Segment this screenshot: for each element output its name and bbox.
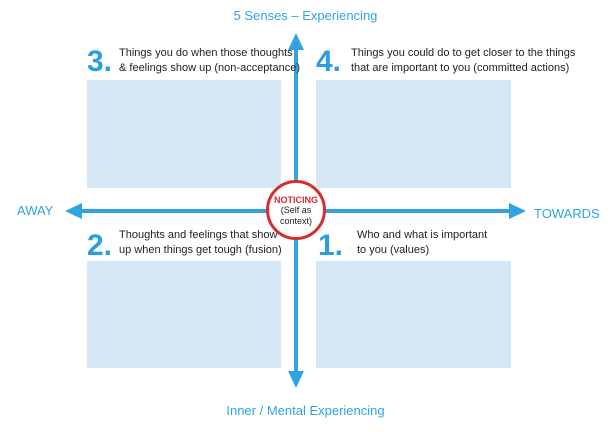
quadrant-2-line2: up when things get tough (fusion) [119,244,282,256]
arrow-down-icon [288,371,304,388]
center-subtitle-line2: context) [279,216,312,226]
quadrant-1-box [316,261,511,368]
axis-label-left: AWAY [17,203,54,218]
quadrant-2-line1: Thoughts and feelings that show [119,229,278,241]
quadrant-2-number: 2. [87,229,113,262]
quadrant-3-box [87,80,281,188]
quadrant-4-line2: that are important to you (committed act… [351,62,570,74]
center-subtitle-line1: (Self as [280,205,312,215]
quadrant-4-text: Things you could do to get closer to the… [351,46,575,76]
quadrant-3-text: Things you do when those thoughts & feel… [119,46,300,76]
quadrant-1-line1: Who and what is important [357,229,488,241]
axis-label-top: 5 Senses – Experiencing [233,8,378,23]
quadrant-3-number: 3. [87,45,113,78]
quadrant-1-text: Who and what is important to you (values… [357,228,487,258]
quadrant-4-number: 4. [316,45,342,78]
quadrant-3-line2: & feelings show up (non-acceptance) [119,62,300,74]
quadrant-4-line1: Things you could do to get closer to the… [351,47,576,59]
quadrant-1-line2: to you (values) [357,244,430,256]
arrow-up-icon [288,33,304,50]
arrow-left-icon [65,203,82,219]
quadrant-3-line1: Things you do when those thoughts [119,47,293,59]
quadrant-2-box [87,261,281,368]
quadrant-1-number: 1. [318,229,344,262]
quadrant-4-box [316,80,511,188]
arrow-right-icon [509,203,526,219]
axis-label-bottom: Inner / Mental Experiencing [226,403,385,418]
quadrant-2-text: Thoughts and feelings that show up when … [119,228,282,258]
center-title: NOTICING [274,195,318,205]
noticing-circle: NOTICING (Self as context) [266,180,326,240]
axis-label-right: TOWARDS [534,206,600,221]
